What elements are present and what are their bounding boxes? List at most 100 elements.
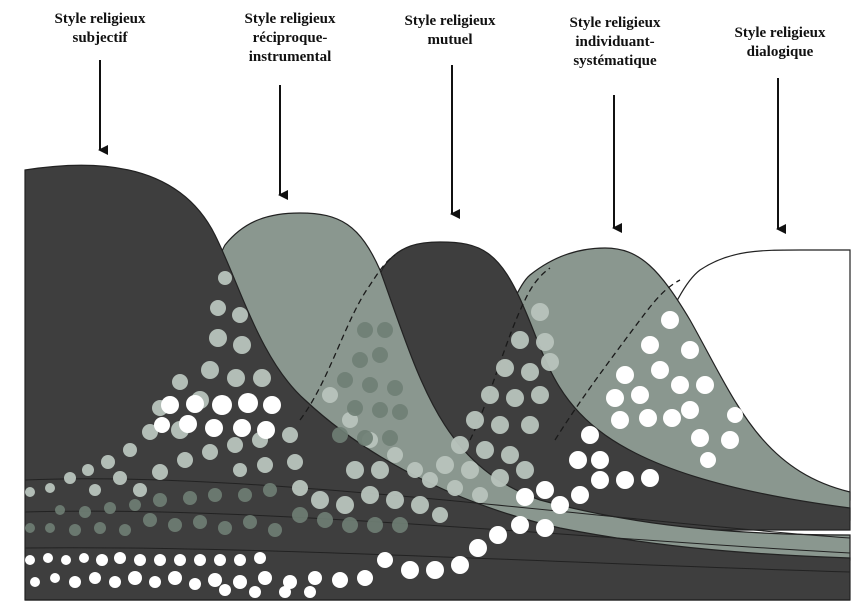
bubble: [233, 575, 247, 589]
bubble: [371, 461, 389, 479]
bubble: [69, 576, 81, 588]
bubble: [154, 417, 170, 433]
bubble: [109, 576, 121, 588]
bubble: [257, 457, 273, 473]
bubble: [447, 480, 463, 496]
bubble: [663, 409, 681, 427]
bubble: [377, 552, 393, 568]
bubble: [227, 369, 245, 387]
bubble: [501, 446, 519, 464]
bubble: [506, 389, 524, 407]
bubble: [451, 436, 469, 454]
bubble: [79, 506, 91, 518]
bubble: [489, 526, 507, 544]
bubble: [134, 554, 146, 566]
bubble: [69, 524, 81, 536]
bubble: [639, 409, 657, 427]
bubble: [208, 573, 222, 587]
bubble: [531, 386, 549, 404]
bubble: [254, 552, 266, 564]
bubble: [45, 523, 55, 533]
bubble: [496, 359, 514, 377]
bubble: [571, 486, 589, 504]
bubble: [491, 469, 509, 487]
bubble: [208, 488, 222, 502]
bubble: [392, 404, 408, 420]
bubble: [287, 454, 303, 470]
bubble: [332, 427, 348, 443]
bubble: [214, 554, 226, 566]
bubble: [233, 419, 251, 437]
bubble: [161, 396, 179, 414]
bubble: [469, 539, 487, 557]
bubble: [337, 372, 353, 388]
bubble: [357, 430, 373, 446]
bubble: [347, 400, 363, 416]
bubble: [149, 576, 161, 588]
bubble: [361, 486, 379, 504]
bubble: [233, 336, 251, 354]
bubble: [82, 464, 94, 476]
bubble: [696, 376, 714, 394]
bubble: [25, 487, 35, 497]
bubble: [611, 411, 629, 429]
bubble: [238, 393, 258, 413]
bubble: [511, 331, 529, 349]
bubble: [304, 586, 316, 598]
bubble: [511, 516, 529, 534]
bubble: [616, 471, 634, 489]
bubble: [104, 502, 116, 514]
bubble: [79, 553, 89, 563]
bubble: [651, 361, 669, 379]
bubble: [551, 496, 569, 514]
bubble: [372, 402, 388, 418]
bubble: [123, 443, 137, 457]
bubble: [227, 437, 243, 453]
bubble: [681, 341, 699, 359]
bubble: [516, 488, 534, 506]
bubble: [387, 380, 403, 396]
bubble: [386, 491, 404, 509]
bubble: [372, 347, 388, 363]
bubble: [143, 513, 157, 527]
bubble: [205, 419, 223, 437]
bubble: [218, 271, 232, 285]
bubble: [342, 517, 358, 533]
bubble: [194, 554, 206, 566]
bubble: [233, 463, 247, 477]
bubble: [133, 483, 147, 497]
bubble: [232, 307, 248, 323]
bubble: [382, 430, 398, 446]
bubble: [202, 444, 218, 460]
bubble: [113, 471, 127, 485]
bubble: [641, 336, 659, 354]
bubble: [212, 395, 232, 415]
bubble: [96, 554, 108, 566]
bubble: [521, 363, 539, 381]
bubble: [721, 431, 739, 449]
bubble: [249, 586, 261, 598]
bubble: [700, 452, 716, 468]
bubble: [367, 517, 383, 533]
bubble: [387, 447, 403, 463]
bubble: [352, 352, 368, 368]
bubble: [64, 472, 76, 484]
bubble: [201, 361, 219, 379]
bubble: [168, 518, 182, 532]
bubble: [466, 411, 484, 429]
bubble: [43, 553, 53, 563]
bubble: [461, 461, 479, 479]
bubble: [45, 483, 55, 493]
bubble: [25, 523, 35, 533]
bubble: [89, 484, 101, 496]
bubble: [263, 396, 281, 414]
bubble: [336, 496, 354, 514]
bubble: [189, 578, 201, 590]
bubble: [268, 523, 282, 537]
bubble: [727, 407, 743, 423]
bubble: [89, 572, 101, 584]
bubble: [179, 415, 197, 433]
bubble: [591, 451, 609, 469]
bubble: [681, 401, 699, 419]
